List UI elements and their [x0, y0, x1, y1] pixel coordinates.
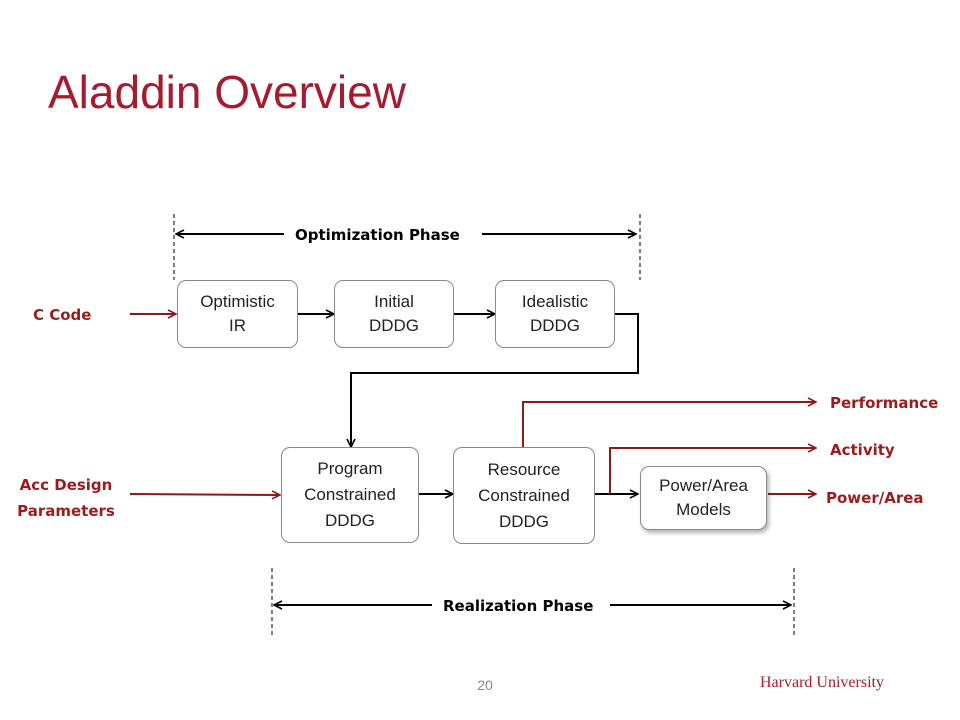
activity-label: Activity — [830, 441, 895, 459]
initial-dddg-box: Initial DDDG — [334, 280, 454, 348]
acc-design-line2: Parameters — [17, 502, 115, 520]
idealistic-dddg-line2: DDDG — [529, 316, 581, 335]
resource-constrained-line2: Constrained — [478, 485, 570, 505]
idealistic-to-program-arrow — [351, 313, 639, 447]
footer-institution: Harvard University — [760, 674, 884, 691]
program-constrained-line1: Program — [317, 459, 383, 478]
program-constrained-dddg-box: Program Constrained DDDG — [281, 447, 419, 543]
optimization-phase-label: Optimization Phase — [295, 226, 460, 244]
realization-phase-label: Realization Phase — [443, 597, 594, 615]
c-code-label: C Code — [33, 306, 92, 324]
idealistic-dddg-line1: Idealistic — [521, 292, 589, 311]
acc-design-arrow — [129, 494, 280, 495]
page-number: 20 — [477, 677, 493, 693]
optimistic-ir-box: Optimistic IR — [177, 280, 298, 348]
idealistic-dddg-box: Idealistic DDDG — [495, 280, 615, 348]
initial-dddg-line1: Initial — [374, 292, 414, 311]
power-area-models-line2: Models — [676, 500, 731, 519]
power-area-models-box: Power/Area Models — [640, 466, 767, 530]
performance-arrow — [522, 402, 816, 448]
resource-constrained-line1: Resource — [487, 459, 561, 479]
slide-title: Aladdin Overview — [48, 66, 406, 118]
resource-constrained-dddg-box: Resource Constrained DDDG — [453, 447, 595, 544]
performance-label: Performance — [830, 394, 939, 412]
power-area-models-line1: Power/Area — [659, 476, 748, 495]
optimistic-ir-line1: Optimistic — [200, 292, 275, 311]
program-constrained-line2: Constrained — [304, 485, 396, 504]
acc-design-line1: Acc Design — [19, 476, 113, 494]
initial-dddg-line2: DDDG — [368, 316, 420, 335]
resource-constrained-line3: DDDG — [498, 511, 550, 531]
optimistic-ir-line2: IR — [229, 316, 246, 335]
program-constrained-line3: DDDG — [324, 511, 376, 530]
activity-arrow — [609, 448, 816, 494]
acc-design-label: Acc Design Parameters — [6, 472, 126, 524]
power-area-label: Power/Area — [826, 489, 924, 507]
